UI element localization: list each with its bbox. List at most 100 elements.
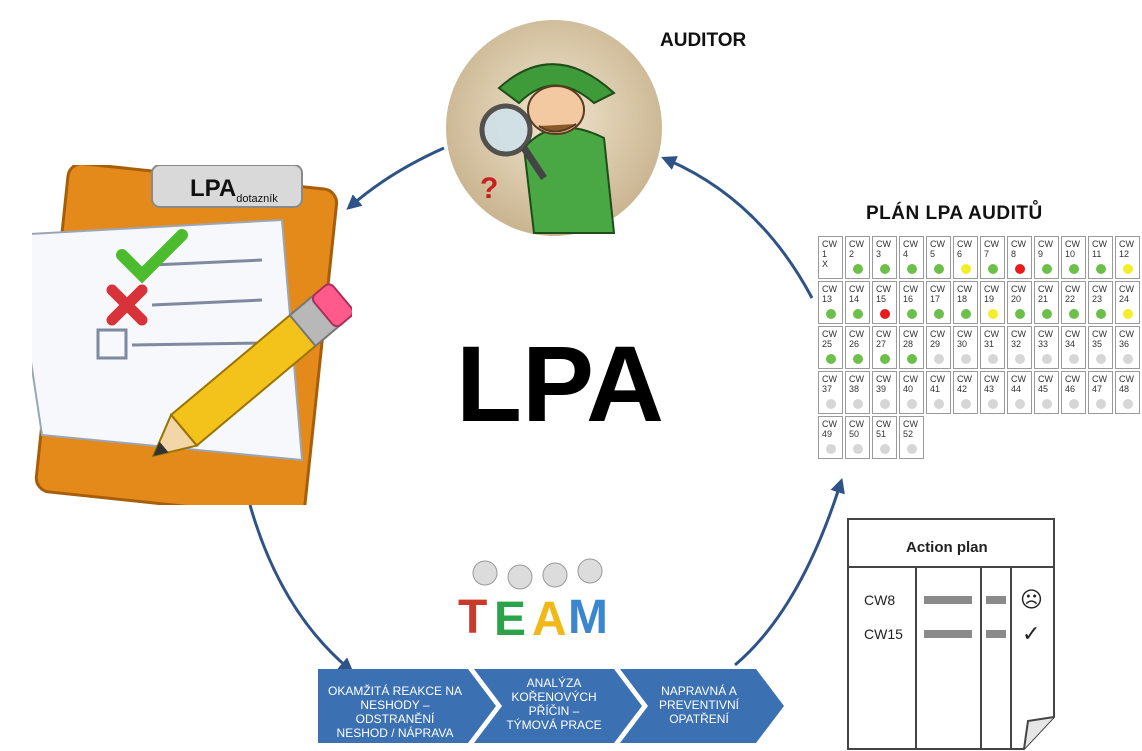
status-dot [1096, 309, 1106, 319]
calendar-week-prefix: CW [930, 239, 945, 249]
calendar-week-number: 47 [1092, 384, 1103, 394]
status-dot [880, 444, 890, 454]
status-dot [988, 309, 998, 319]
calendar-week-number: 32 [1011, 339, 1022, 349]
calendar-week-prefix: CW [876, 284, 891, 294]
calendar-week-number: 52 [903, 429, 914, 439]
calendar-week-prefix: CW [1092, 329, 1107, 339]
calendar-week-number: 34 [1065, 339, 1076, 349]
calendar-week-number: 14 [849, 294, 860, 304]
auditor-illustration: ? [444, 18, 664, 238]
team-illustration: T E A M [450, 555, 630, 646]
calendar-week-number: 24 [1119, 294, 1130, 304]
calendar-week-prefix: CW [849, 419, 864, 429]
status-dot [826, 444, 836, 454]
status-dot [1096, 354, 1106, 364]
status-dot [826, 399, 836, 409]
calendar-week-prefix: CW [1011, 284, 1026, 294]
status-dot [961, 399, 971, 409]
process-step-1: OKAMŽITÁ REAKCE NA NESHODY – ODSTRANĚNÍ … [327, 684, 463, 740]
calendar-week-prefix: CW [1092, 239, 1107, 249]
questionnaire-title: LPA [190, 175, 237, 202]
calendar-week-number: 41 [930, 384, 941, 394]
status-dot [826, 354, 836, 364]
status-dot [988, 399, 998, 409]
calendar-week-prefix: CW [1065, 284, 1080, 294]
calendar-week-prefix: CW [903, 284, 918, 294]
arrow-auditor-to-questionnaire [346, 146, 445, 210]
calendar-week-number: 23 [1092, 294, 1103, 304]
status-dot [1069, 399, 1079, 409]
calendar-week-prefix: CW [1065, 374, 1080, 384]
status-dot [907, 444, 917, 454]
status-dot [934, 354, 944, 364]
process-step-2: ANALÝZA KOŘENOVÝCH PŘÍČIN – TÝMOVÁ PRACE [506, 676, 602, 732]
svg-text:T: T [458, 591, 487, 644]
status-dot [1123, 354, 1133, 364]
status-dot [853, 354, 863, 364]
status-dot [880, 399, 890, 409]
calendar-week-number: 1 [822, 249, 828, 259]
calendar-week-number: 38 [849, 384, 860, 394]
calendar-week-prefix: CW [1038, 329, 1053, 339]
sad-face-icon: ☹ [1020, 587, 1043, 612]
status-dot [1015, 399, 1025, 409]
calendar-week-prefix: CW [984, 374, 999, 384]
checkmark-icon: ✓ [1022, 621, 1041, 646]
status-dot [1015, 354, 1025, 364]
status-dot [853, 309, 863, 319]
status-dot [907, 309, 917, 319]
arrow-plan-to-auditor [661, 156, 814, 299]
calendar-week-number: 43 [984, 384, 995, 394]
status-dot [1123, 309, 1133, 319]
calendar-week-number: 18 [957, 294, 968, 304]
calendar-week-prefix: CW [849, 284, 864, 294]
calendar-week-prefix: CW [822, 374, 837, 384]
calendar-week-number: 5 [930, 249, 936, 259]
calendar-week-prefix: CW [1038, 374, 1053, 384]
status-dot [1069, 309, 1079, 319]
calendar-week-prefix: CW [903, 419, 918, 429]
calendar-week-number: 40 [903, 384, 914, 394]
calendar-week-prefix: CW [1119, 239, 1134, 249]
calendar-week-prefix: CW [876, 419, 891, 429]
status-dot [961, 264, 971, 274]
action-plan-row-label: CW8 [864, 592, 896, 608]
calendar-week-prefix: CW [849, 329, 864, 339]
calendar-week-number: 12 [1119, 249, 1130, 259]
calendar-week-number: 13 [822, 294, 833, 304]
calendar-week-number: 26 [849, 339, 860, 349]
calendar-week-prefix: CW [849, 239, 864, 249]
calendar-week-prefix: CW [984, 329, 999, 339]
calendar-week-prefix: CW [1119, 374, 1134, 384]
calendar-week-prefix: CW [822, 239, 837, 249]
calendar-week-prefix: CW [1092, 374, 1107, 384]
auditor-label: AUDITOR [660, 30, 747, 51]
calendar-week-number: 50 [849, 429, 860, 439]
calendar-week-number: 27 [876, 339, 887, 349]
calendar-week-prefix: CW [1011, 329, 1026, 339]
